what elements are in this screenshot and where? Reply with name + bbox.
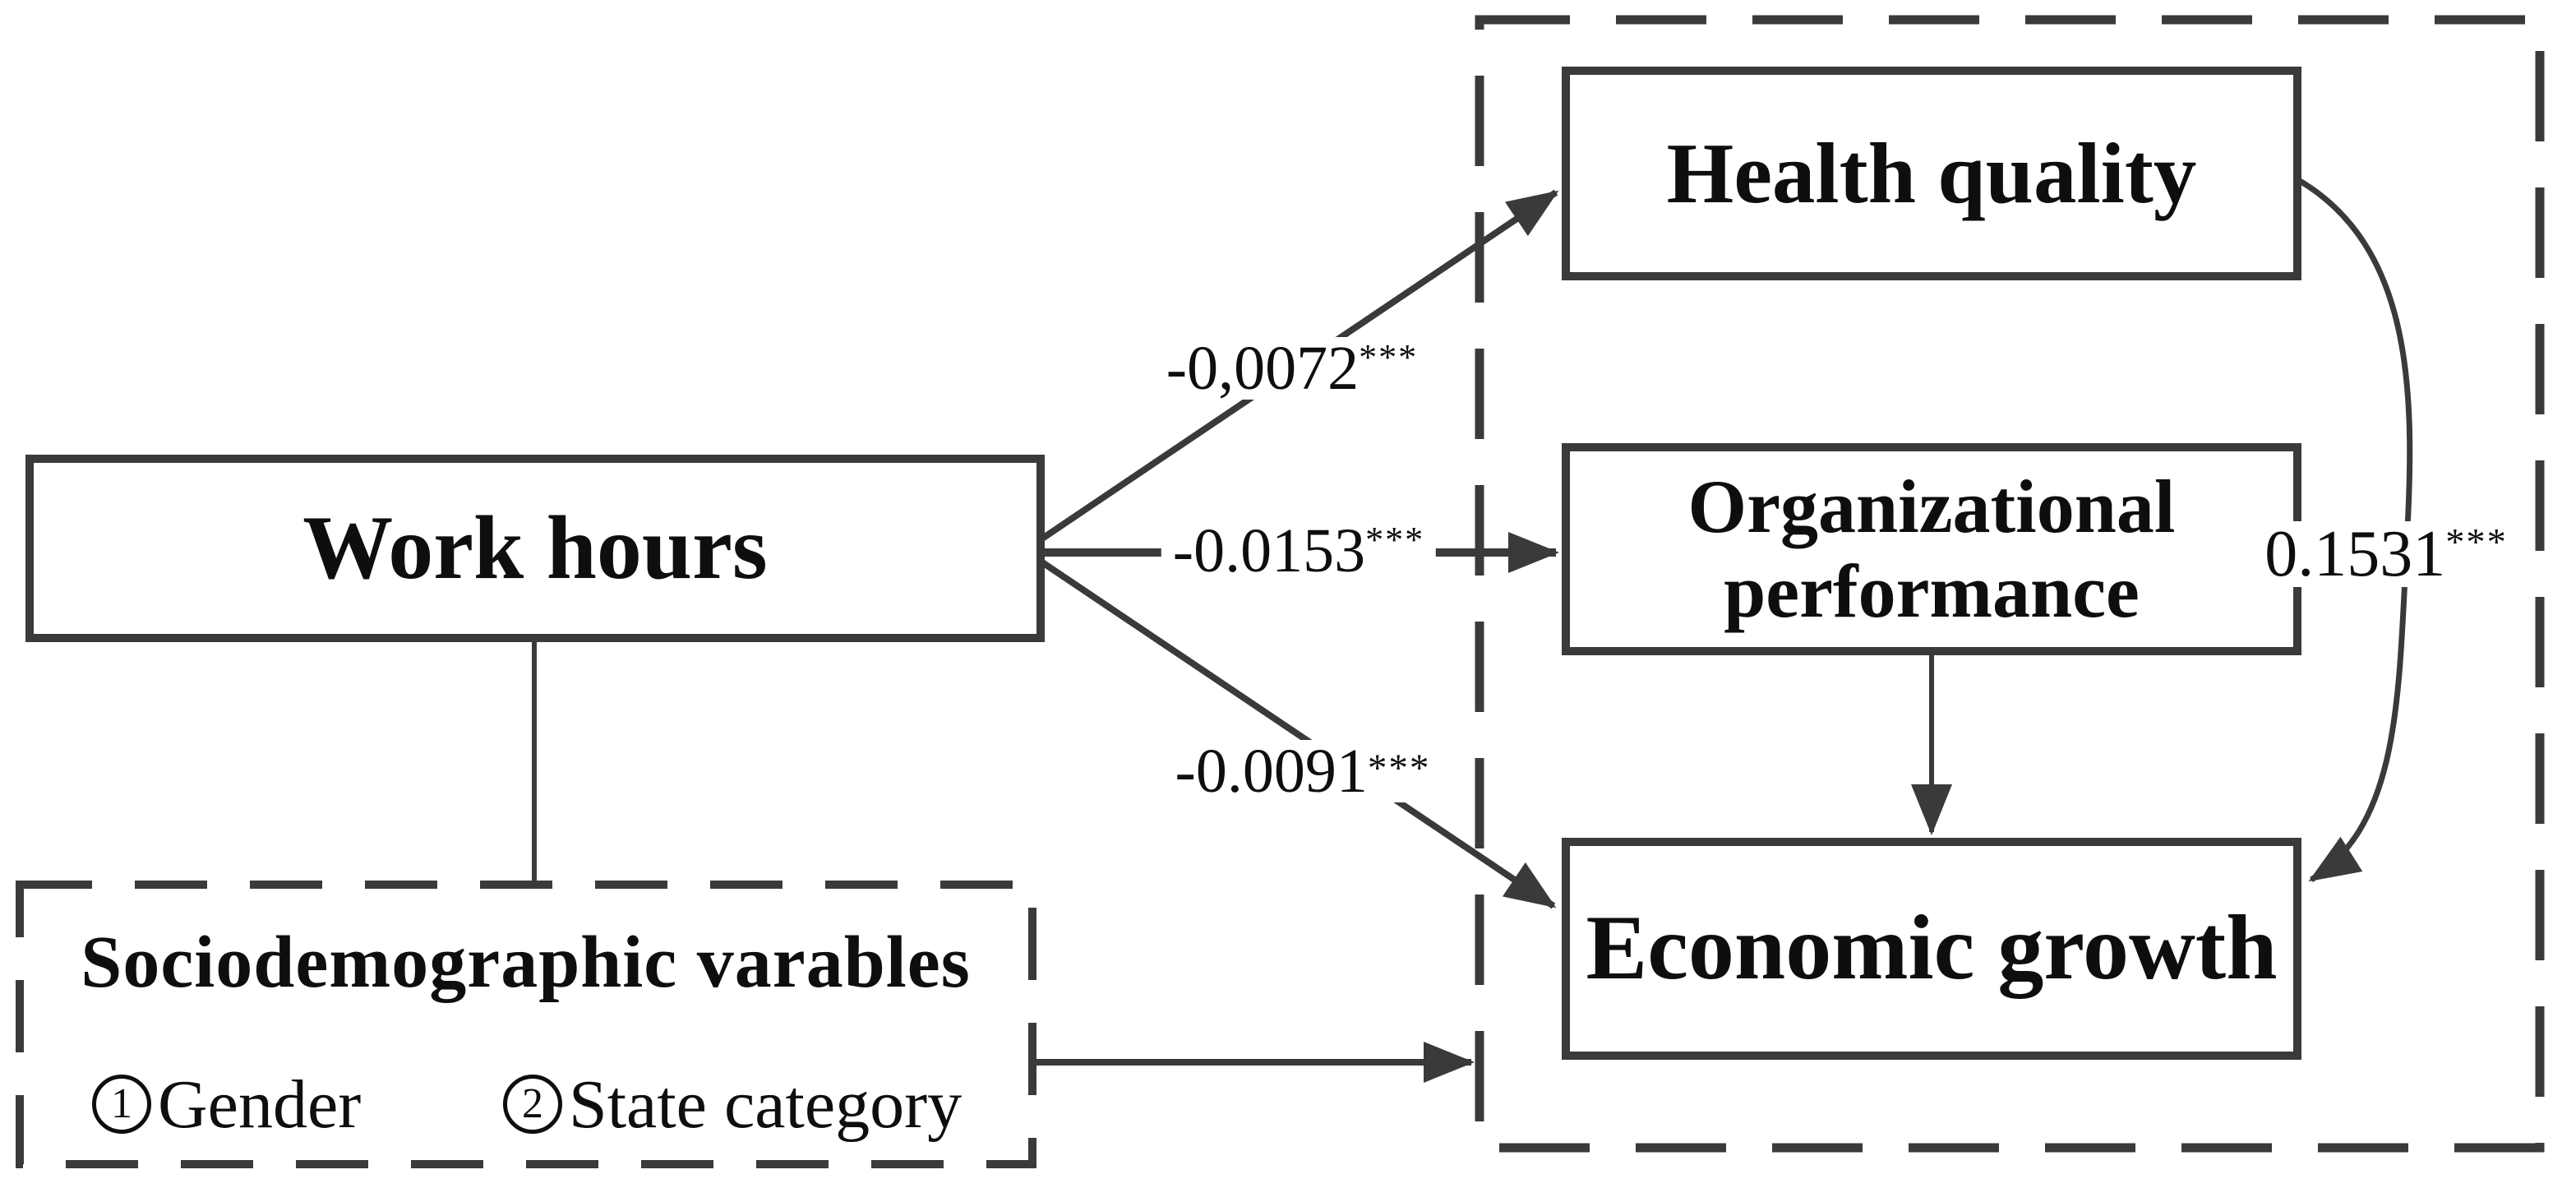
edge-work-to-econ [1040,559,1557,909]
covariate-item-state-category: 2 State category [503,1059,962,1149]
covariates-title-text: Sociodemographic varables [81,922,971,1003]
organizational-performance-box [1562,443,2301,655]
coef-work-to-health-stars: *** [1359,336,1419,377]
organizational-performance-label: Organizational performance [1566,447,2297,651]
coef-work-to-org-stars: *** [1365,519,1425,560]
coef-health-to-econ: 0.1531*** [2253,521,2519,587]
circled-two-icon: 2 [503,1075,562,1134]
covariates-title: Sociodemographic varables [18,911,1033,1014]
circled-one-icon: 1 [92,1075,151,1134]
work-hours-label: Work hours [30,459,1041,638]
org-performance-line2: performance [1724,549,2140,633]
coef-work-to-econ-stars: *** [1367,747,1431,790]
covariate-gender-text: Gender [158,1066,362,1143]
coef-health-to-econ-value: 0.1531 [2264,518,2446,590]
coef-work-to-health-value: -0,0072 [1166,334,1360,403]
economic-growth-box [1562,838,2301,1060]
coef-work-to-org-value: -0.0153 [1172,516,1366,585]
coef-work-to-econ-value: -0.0091 [1175,737,1368,806]
covariate-state-category-text: State category [569,1066,963,1143]
economic-growth-label: Economic growth [1566,842,2297,1056]
coef-work-to-health: -0,0072*** [1154,334,1430,403]
org-performance-line1: Organizational [1687,464,2176,548]
coef-work-to-org: -0.0153*** [1161,519,1437,582]
health-quality-label: Health quality [1566,71,2297,276]
coef-work-to-econ: -0.0091*** [1163,740,1443,802]
economic-growth-text: Economic growth [1586,897,2278,1000]
work-hours-text: Work hours [302,497,768,599]
work-hours-box [25,455,1045,642]
health-quality-box [1562,67,2301,280]
health-quality-text: Health quality [1666,125,2197,222]
covariate-item-gender: 1 Gender [92,1059,361,1149]
covariates-dashed-frame [16,881,1036,1168]
coef-health-to-econ-stars: *** [2445,521,2508,564]
